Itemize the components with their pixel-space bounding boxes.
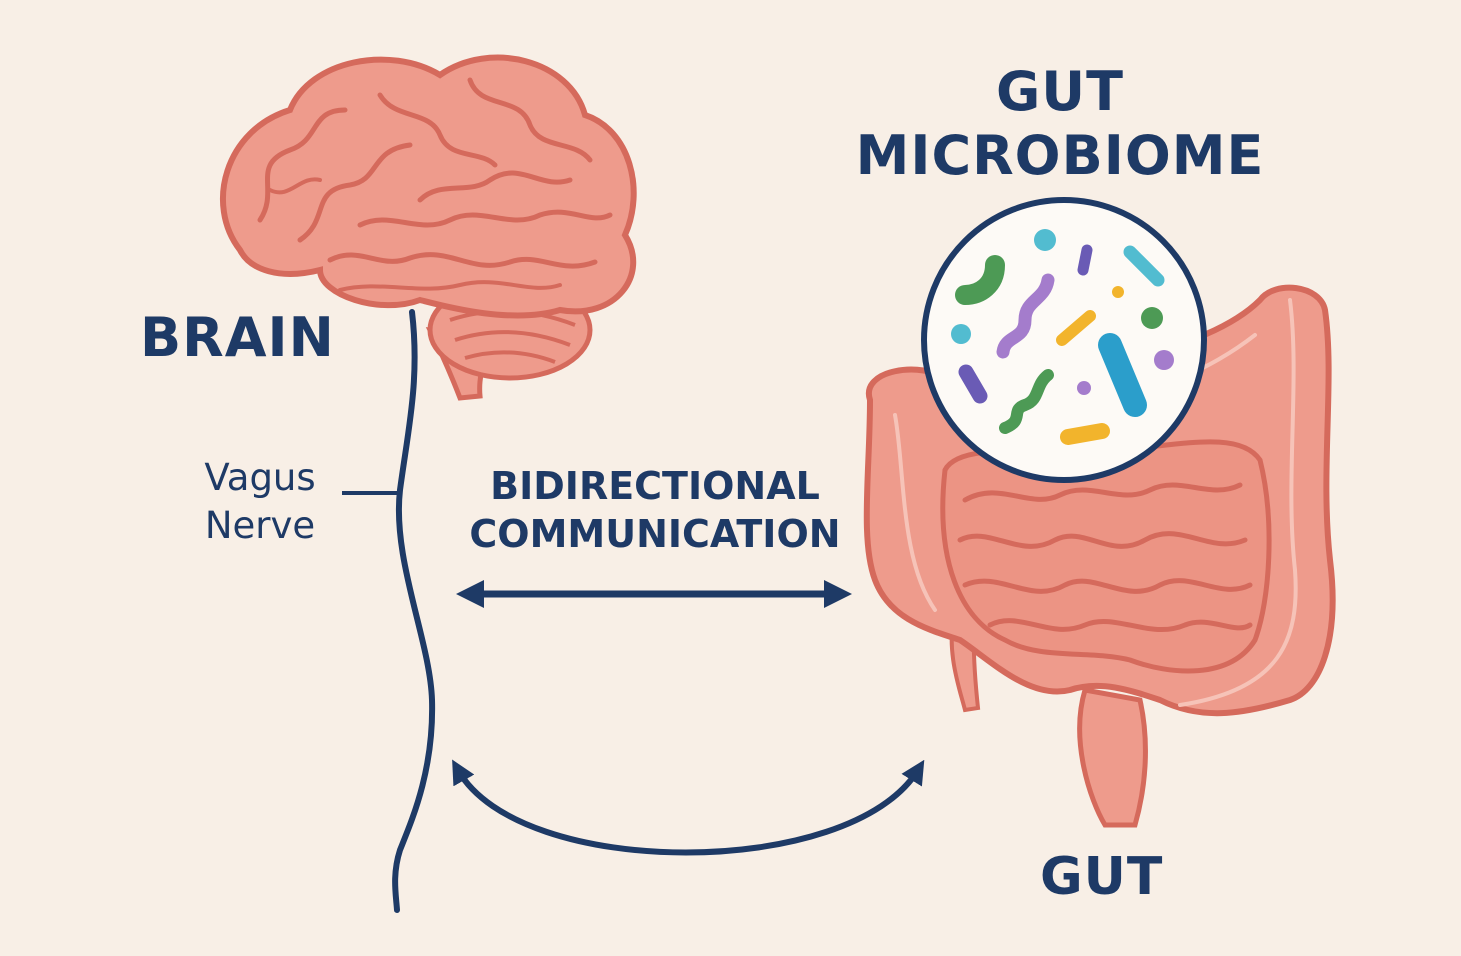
vagus-nerve-line	[392, 309, 436, 913]
brain-icon	[219, 54, 637, 401]
bacterium-indigo	[1077, 244, 1093, 276]
gut-label: GUT	[1040, 847, 1164, 907]
bacterium-green-dot	[1141, 307, 1163, 329]
bacterium-teal-dot	[1034, 229, 1056, 251]
gut-microbiome-title: GUT MICROBIOME	[850, 60, 1270, 188]
bacterium-yellow-rod-2	[1060, 423, 1110, 445]
communication-label: BIDIRECTIONAL COMMUNICATION	[455, 462, 855, 558]
bacterium-teal-rod	[1123, 245, 1165, 287]
microbiome-magnifier-icon	[921, 197, 1207, 483]
curved-double-arrow	[452, 759, 925, 856]
bacterium-teal-dot-2	[951, 324, 971, 344]
bacterium-blue-rod	[1098, 333, 1147, 417]
bacterium-purple-dot	[1154, 350, 1174, 370]
bacterium-purple-dot-2	[1077, 381, 1091, 395]
communication-line1: BIDIRECTIONAL	[490, 464, 820, 508]
vagus-line2: Nerve	[204, 504, 316, 547]
bacterium-yellow-rod	[1056, 310, 1096, 346]
gut-microbiome-line1: GUT	[995, 60, 1124, 123]
bacterium-green-squiggle	[999, 369, 1054, 434]
gut-microbiome-line2: MICROBIOME	[855, 124, 1265, 187]
brain-label: BRAIN	[140, 306, 335, 369]
bacterium-purple-squiggle	[996, 273, 1055, 359]
bacterium-indigo-rod	[958, 364, 988, 404]
communication-line2: COMMUNICATION	[469, 512, 841, 556]
bacterium-green	[955, 255, 1005, 305]
vagus-nerve-label: Vagus Nerve	[180, 454, 340, 550]
vagus-line1: Vagus	[204, 456, 316, 499]
bacterium-yellow-dot	[1112, 286, 1124, 298]
